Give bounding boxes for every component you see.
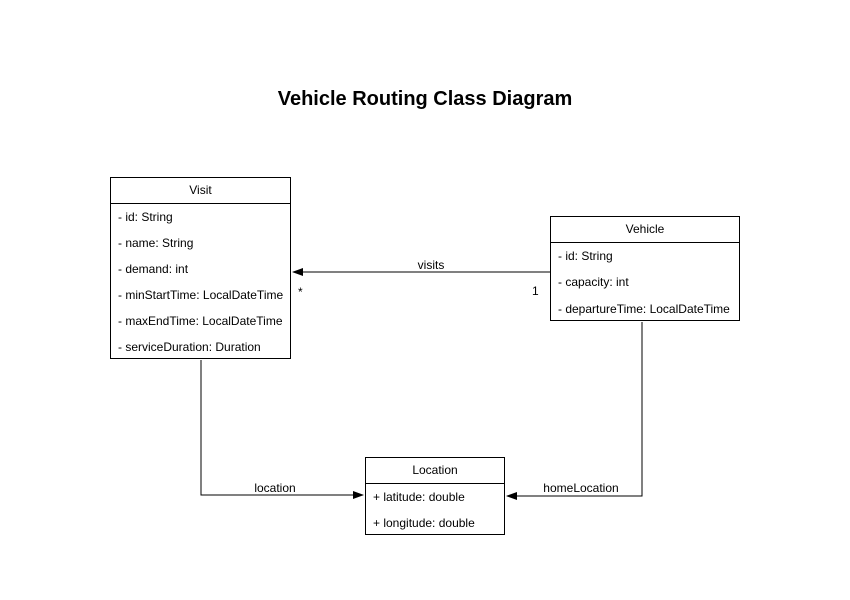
class-vehicle[interactable]: Vehicle - id: String - capacity: int - d… xyxy=(550,216,740,321)
class-vehicle-attr: - departureTime: LocalDateTime xyxy=(558,301,730,316)
class-visit-attr: - minStartTime: LocalDateTime xyxy=(118,288,284,302)
class-location-attr: + latitude: double xyxy=(373,490,465,504)
class-visit-attr: - name: String xyxy=(118,236,194,250)
class-visit[interactable]: Visit - id: String - name: String - dema… xyxy=(110,177,291,359)
class-location-attr: + longitude: double xyxy=(373,516,475,530)
multiplicity-visits-one: 1 xyxy=(532,284,539,298)
edge-label-location: location xyxy=(254,481,296,495)
class-location-name: Location xyxy=(366,458,504,484)
diagram-title: Vehicle Routing Class Diagram xyxy=(277,88,573,110)
class-visit-attr: - id: String xyxy=(118,210,173,224)
multiplicity-visits-many: * xyxy=(298,285,303,299)
edge-label-visits: visits xyxy=(417,258,445,272)
class-visit-name: Visit xyxy=(111,178,290,204)
class-location[interactable]: Location + latitude: double + longitude:… xyxy=(365,457,505,535)
class-visit-attr: - serviceDuration: Duration xyxy=(118,340,261,354)
class-vehicle-attr: - capacity: int xyxy=(558,275,629,290)
edge-home-location[interactable] xyxy=(506,322,643,500)
edge-label-home-location: homeLocation xyxy=(543,481,619,495)
class-vehicle-name: Vehicle xyxy=(551,217,739,243)
edge-location[interactable] xyxy=(200,360,364,499)
class-vehicle-attr: - id: String xyxy=(558,249,613,263)
class-visit-attr: - maxEndTime: LocalDateTime xyxy=(118,314,283,328)
class-visit-attr: - demand: int xyxy=(118,262,189,276)
